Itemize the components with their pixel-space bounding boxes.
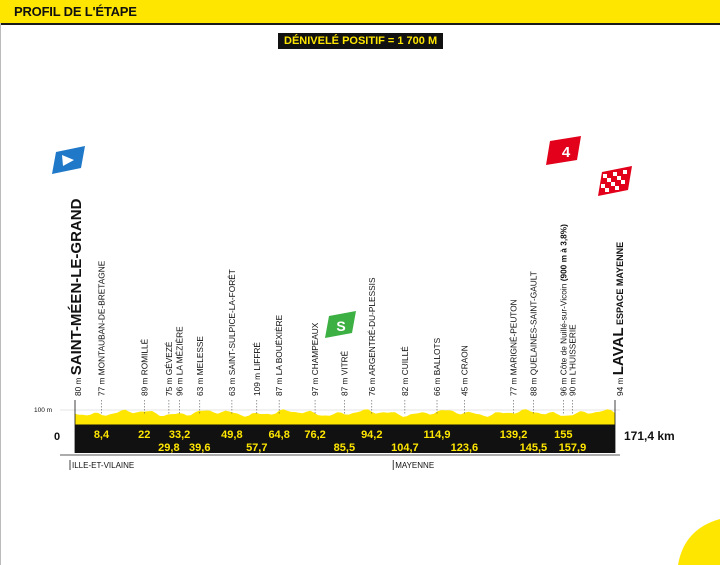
km-marker: 8,4 bbox=[94, 429, 110, 441]
finish-flag-check bbox=[617, 176, 621, 180]
waypoint-label: 45 m CRAON bbox=[459, 345, 469, 396]
waypoint-label: 75 m GÉVEZÉ bbox=[164, 341, 174, 396]
waypoint-label: 82 m CUILLÉ bbox=[400, 346, 410, 396]
sprint-letter: S bbox=[336, 318, 345, 334]
climb-badge-icon bbox=[546, 136, 581, 165]
altitude-ref-label: 100 m bbox=[34, 407, 52, 414]
waypoint-label: 88 m QUELAINES-SAINT-GAULT bbox=[528, 271, 538, 396]
km-marker: 157,9 bbox=[559, 442, 587, 454]
km-marker: 85,5 bbox=[334, 442, 355, 454]
climb-category: 4 bbox=[562, 144, 571, 161]
waypoint-label: 96 m LA MÉZIÈRE bbox=[175, 326, 185, 396]
finish-flag-check bbox=[607, 178, 611, 182]
km-marker: 22 bbox=[138, 429, 150, 441]
km-marker: 155 bbox=[554, 429, 572, 441]
km-marker: 104,7 bbox=[391, 442, 419, 454]
km-marker: 64,8 bbox=[268, 429, 289, 441]
department-label: MAYENNE bbox=[395, 461, 434, 470]
waypoint-label: 87 m LA BOUËXIÈRE bbox=[274, 314, 284, 396]
start-label: 80 m SAINT-MÉEN-LE-GRAND bbox=[68, 198, 85, 396]
km-marker: 57,7 bbox=[246, 442, 267, 454]
denivele-badge: DÉNIVELÉ POSITIF = 1 700 M bbox=[278, 33, 444, 49]
km-marker: 76,2 bbox=[304, 429, 325, 441]
sprint-badge-icon bbox=[325, 311, 356, 338]
waypoint-label: 77 m MARIGNÉ-PEUTON bbox=[509, 299, 519, 396]
finish-flag-check bbox=[623, 170, 627, 174]
waypoint-label: 77 m MONTAUBAN-DE-BRETAGNE bbox=[96, 260, 106, 396]
header-band bbox=[0, 0, 720, 23]
finish-flag-check bbox=[605, 188, 609, 192]
km-marker: 29,8 bbox=[158, 442, 179, 454]
km-marker: 94,2 bbox=[361, 429, 382, 441]
start-arrow-icon bbox=[62, 155, 74, 166]
waypoint-label: 76 m ARGENTRÉ-DU-PLESSIS bbox=[367, 277, 377, 396]
waypoint-label: 89 m ROMILLÉ bbox=[139, 338, 149, 396]
finish-flag-check bbox=[615, 186, 619, 190]
waypoint-label: 63 m SAINT-SULPICE-LA-FORÊT bbox=[227, 269, 237, 396]
finish-flag-check bbox=[611, 182, 615, 186]
km-start-label: 0 bbox=[54, 431, 60, 443]
km-marker: 39,6 bbox=[189, 442, 210, 454]
waypoint-label: 97 m CHAMPEAUX bbox=[310, 322, 320, 396]
km-bar bbox=[75, 424, 615, 453]
km-marker: 123,6 bbox=[451, 442, 479, 454]
km-marker: 49,8 bbox=[221, 429, 242, 441]
header-rule bbox=[0, 23, 720, 25]
waypoint-label: 66 m BALLOTS bbox=[432, 337, 442, 396]
finish-label: 94 m LAVAL ESPACE MAYENNE bbox=[610, 242, 627, 396]
terrain-profile bbox=[75, 409, 615, 424]
waypoint-label: 96 m Côte de Nuillé-sur-Vicoin (900 m à … bbox=[558, 224, 568, 396]
side-rule bbox=[0, 23, 1, 565]
department-label: ILLE-ET-VILAINE bbox=[72, 461, 134, 470]
finish-flag-check bbox=[603, 174, 607, 178]
km-marker: 139,2 bbox=[500, 429, 528, 441]
km-marker: 145,5 bbox=[520, 442, 548, 454]
waypoint-label: 90 m L'HUISSERIE bbox=[567, 324, 577, 396]
page-title: PROFIL DE L'ÉTAPE bbox=[14, 4, 137, 19]
waypoint-label: 63 m MELESSE bbox=[195, 336, 205, 396]
corner-decoration bbox=[678, 519, 720, 565]
waypoint-label: 87 m VITRÉ bbox=[339, 350, 349, 396]
finish-flag-check bbox=[613, 172, 617, 176]
km-end-label: 171,4 km bbox=[624, 429, 675, 443]
km-marker: 33,2 bbox=[169, 429, 190, 441]
finish-flag-check bbox=[621, 180, 625, 184]
finish-flag-check bbox=[601, 184, 605, 188]
waypoint-label: 109 m LIFFRÉ bbox=[252, 342, 262, 396]
km-marker: 114,9 bbox=[424, 429, 451, 441]
